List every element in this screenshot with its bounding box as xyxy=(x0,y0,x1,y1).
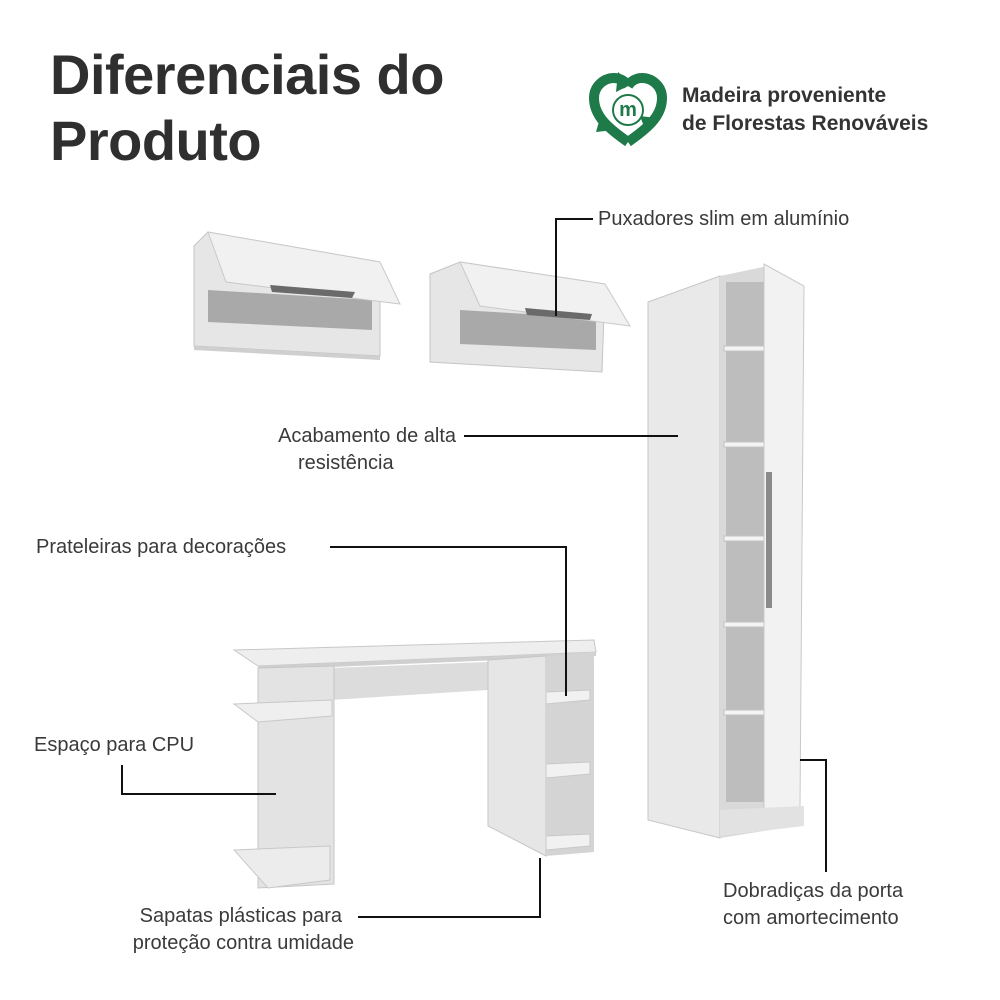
label-hinges: Dobradiças da porta com amortecimento xyxy=(723,878,903,932)
label-shelves: Prateleiras para decorações xyxy=(36,536,287,558)
label-hinges-line-2: com amortecimento xyxy=(723,907,899,929)
label-handles: Puxadores slim em alumínio xyxy=(598,208,850,230)
leader-line-handles xyxy=(555,218,593,316)
title-line-2: Produto xyxy=(50,109,262,172)
desk xyxy=(232,639,597,889)
label-feet-line-1: Sapatas plásticas para xyxy=(139,905,342,927)
badge-letter: m xyxy=(619,99,637,121)
label-cpu: Espaço para CPU xyxy=(34,734,195,756)
wall-cabinet-left xyxy=(193,231,401,360)
label-hinges-line-1: Dobradiças da porta xyxy=(723,880,904,902)
page-title: Diferenciais do Produto xyxy=(50,42,444,174)
leader-line-cpu xyxy=(121,765,276,795)
title-line-1: Diferenciais do xyxy=(50,43,444,106)
leader-line-feet xyxy=(358,858,541,918)
label-finish-line-1: Acabamento de alta xyxy=(278,425,456,447)
label-feet: Sapatas plásticas para proteção contra u… xyxy=(80,903,354,957)
label-finish: Acabamento de alta resistência xyxy=(248,423,456,477)
badge-line-2: de Florestas Renováveis xyxy=(682,112,929,135)
leader-line-shelves xyxy=(330,546,567,696)
badge-text: Madeira proveniente de Florestas Renováv… xyxy=(682,82,928,138)
sustainability-badge: m Madeira proveniente de Florestas Renov… xyxy=(588,72,928,148)
tall-wardrobe xyxy=(647,263,805,839)
wall-cabinet-right xyxy=(429,261,631,373)
label-feet-line-2: proteção contra umidade xyxy=(132,932,354,954)
recycle-heart-icon: m xyxy=(588,72,668,147)
leader-line-hinges xyxy=(800,759,827,872)
label-finish-line-2: resistência xyxy=(298,452,394,474)
badge-line-1: Madeira proveniente xyxy=(682,84,887,107)
